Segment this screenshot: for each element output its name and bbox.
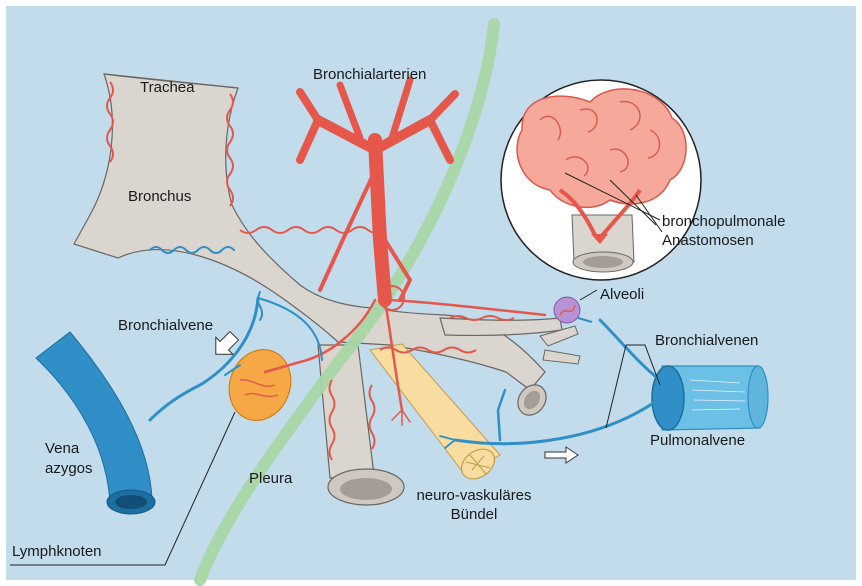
alveoli-label: Alveoli (600, 286, 644, 304)
buendel-label: Bündel (412, 506, 536, 524)
pulmonary-vein (652, 366, 768, 430)
bronchus-label: Bronchus (128, 188, 191, 206)
bronchialvene-label: Bronchialvene (118, 317, 213, 335)
azygos-label: azygos (45, 460, 93, 478)
lymphknoten-label: Lymphknoten (12, 543, 102, 561)
bronchopulmonale-label: bronchopulmonale (662, 213, 785, 231)
pleura-label: Pleura (249, 470, 292, 488)
vena-label: Vena (45, 440, 79, 458)
trachea-label: Trachea (140, 79, 194, 97)
neuro-vaskulaeres-label: neuro-vaskuläres (412, 487, 536, 505)
alveoli-inset (501, 80, 701, 280)
anastomosen-label: Anastomosen (662, 232, 754, 250)
pulmonalvene-label: Pulmonalvene (650, 432, 745, 450)
bronchialarterien-label: Bronchialarterien (313, 66, 426, 84)
bronchialvenen-label: Bronchialvenen (655, 332, 758, 350)
